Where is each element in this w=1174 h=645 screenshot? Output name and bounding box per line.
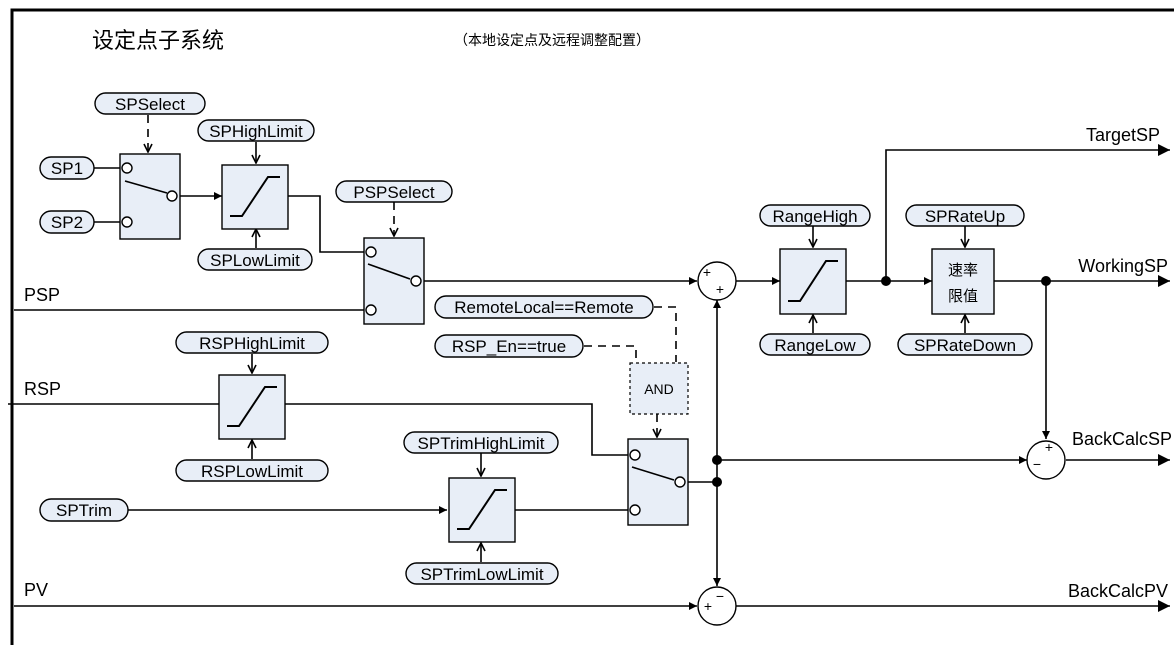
param-pspselect-label: PSPSelect — [353, 183, 435, 202]
wire-splimit-to-pspswitch — [288, 195, 364, 253]
input-sp2: SP2 — [39, 210, 95, 234]
diagram-frame — [10, 8, 1174, 645]
param-rangehigh: RangeHigh — [759, 204, 871, 227]
and-gate: AND — [629, 362, 689, 415]
diagram-subtitle: （本地设定点及远程调整配置） — [454, 33, 650, 49]
sign-plus-4: + — [704, 598, 712, 614]
sptrim-limit-block — [448, 477, 516, 543]
junction-targetsp — [881, 276, 891, 286]
param-sprateup-label: SPRateUp — [925, 207, 1005, 226]
param-rangelow-label: RangeLow — [774, 336, 856, 355]
param-spselect-label: SPSelect — [115, 95, 185, 114]
param-rspen-label: RSP_En==true — [452, 337, 566, 356]
signal-pv-label: PV — [24, 580, 48, 600]
sp-limit-block — [221, 164, 289, 230]
setpoint-summer: + + — [697, 261, 737, 301]
rsp-limit-block — [218, 374, 286, 440]
param-rsplowlimit-label: RSPLowLimit — [201, 462, 303, 481]
param-sprateup: SPRateUp — [905, 204, 1025, 227]
param-rsphighlimit-label: RSPHighLimit — [199, 334, 305, 353]
output-backcalcpv-label: BackCalcPV — [1068, 581, 1168, 601]
dash-rspen — [584, 345, 637, 362]
output-workingsp-label: WorkingSP — [1078, 256, 1168, 276]
rate-limit-label-2: 限值 — [948, 287, 978, 305]
param-sptrimhighlimit: SPTrimHighLimit — [403, 431, 559, 454]
sp-select-switch — [119, 153, 181, 240]
and-gate-label: AND — [644, 381, 674, 397]
sign-plus-2: + — [716, 281, 724, 297]
rate-limit-label-1: 速率 — [948, 261, 978, 279]
param-rangelow: RangeLow — [759, 333, 871, 356]
param-spselect: SPSelect — [94, 92, 206, 115]
rsp-select-switch — [627, 438, 689, 526]
param-remotelocal-label: RemoteLocal==Remote — [454, 298, 634, 317]
sign-minus-1: − — [1033, 456, 1041, 472]
param-rsphighlimit: RSPHighLimit — [175, 331, 329, 354]
junction-bus-lower — [712, 477, 722, 487]
param-sptrimhighlimit-label: SPTrimHighLimit — [418, 434, 545, 453]
rate-limit-block: 速率 限值 — [931, 248, 995, 315]
param-spratedown: SPRateDown — [897, 333, 1033, 356]
param-sptrimlowlimit: SPTrimLowLimit — [405, 562, 559, 585]
psp-select-switch — [363, 237, 425, 325]
param-rspen: RSP_En==true — [434, 334, 584, 358]
param-spratedown-label: SPRateDown — [914, 336, 1016, 355]
input-sp2-label: SP2 — [51, 213, 83, 232]
output-backcalcsp-label: BackCalcSP — [1072, 429, 1172, 449]
input-sp1-label: SP1 — [51, 159, 83, 178]
param-rsplowlimit: RSPLowLimit — [175, 459, 329, 482]
input-sptrim-label: SPTrim — [56, 501, 112, 520]
backcalc-sp-summer: + − — [1026, 439, 1066, 480]
output-targetsp-label: TargetSP — [1086, 125, 1160, 145]
dash-remotelocal — [654, 306, 677, 362]
param-sphighlimit-label: SPHighLimit — [209, 122, 303, 141]
param-remotelocal: RemoteLocal==Remote — [434, 295, 654, 319]
input-sptrim: SPTrim — [39, 498, 129, 522]
diagram-title: 设定点子系统 — [92, 29, 224, 54]
sign-plus-1: + — [703, 264, 711, 280]
param-pspselect: PSPSelect — [335, 180, 453, 203]
param-splowlimit-label: SPLowLimit — [210, 251, 300, 270]
input-sp1: SP1 — [39, 156, 95, 180]
param-splowlimit: SPLowLimit — [197, 248, 313, 271]
sign-plus-3: + — [1045, 439, 1053, 455]
junction-bus-upper — [712, 455, 722, 465]
sign-minus-2: − — [716, 588, 724, 604]
param-sphighlimit: SPHighLimit — [197, 119, 315, 142]
junction-workingsp — [1041, 276, 1051, 286]
wire-targetsp — [885, 144, 1170, 281]
range-block — [779, 248, 847, 315]
signal-rsp-label: RSP — [24, 379, 61, 399]
signal-psp-label: PSP — [24, 285, 60, 305]
param-rangehigh-label: RangeHigh — [772, 207, 857, 226]
backcalc-pv-summer: + − — [697, 586, 737, 626]
wire-rsp — [8, 403, 628, 456]
param-sptrimlowlimit-label: SPTrimLowLimit — [420, 565, 543, 584]
